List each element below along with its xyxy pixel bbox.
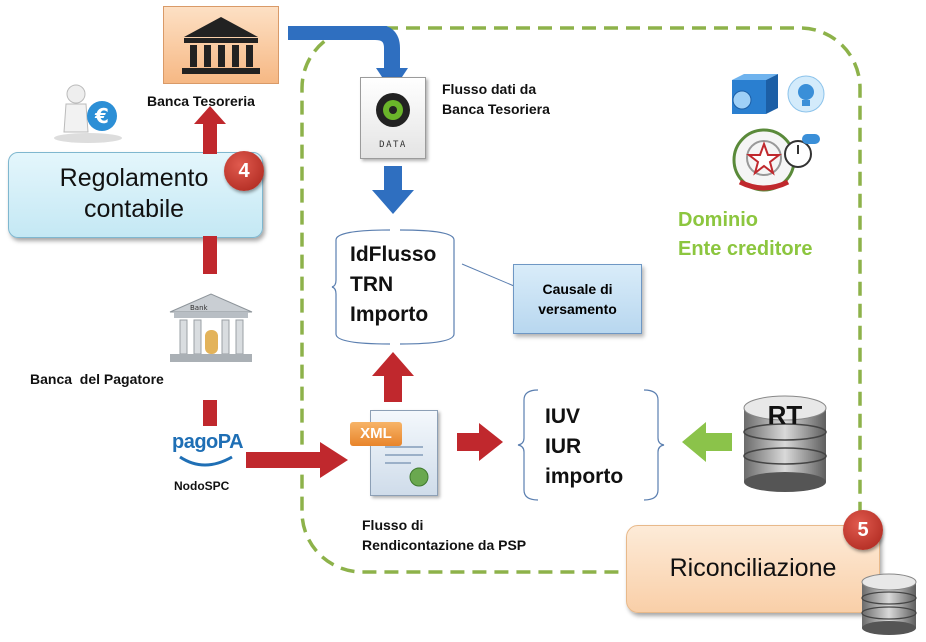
- regolamento-contabile-box: Regolamento contabile: [8, 152, 263, 238]
- blue-arrow-down-idflusso: [372, 166, 414, 214]
- step-4-badge: 4: [224, 151, 264, 191]
- field-importo-iuv: importo: [545, 465, 624, 488]
- rt-database-icon: [743, 395, 827, 492]
- blue-box-icon: [732, 74, 778, 114]
- dominio-icons: [732, 74, 825, 192]
- red-arrow-to-iuv: [457, 423, 503, 461]
- iuv-fields: IUV IUR importo: [545, 402, 623, 492]
- svg-text:Bank: Bank: [190, 304, 209, 312]
- payer-bank-label: Banca del Pagatore: [30, 371, 164, 387]
- stopwatch-icon: [784, 134, 820, 168]
- riconciliazione-box: Riconciliazione: [626, 525, 880, 613]
- field-trn: TRN: [350, 273, 394, 296]
- red-arrow-to-xml: [246, 442, 348, 478]
- red-stub: [203, 400, 217, 426]
- pagopa-logo: pagoPA: [172, 431, 244, 453]
- businessman-euro-icon: €: [54, 84, 122, 143]
- idflusso-fields: IdFlusso TRN Importo: [350, 240, 436, 330]
- xml-tag-label: XML: [350, 422, 402, 446]
- nodospc-label: NodoSPC: [174, 479, 230, 493]
- regolamento-contabile-label: Regolamento contabile: [59, 164, 209, 223]
- small-database-icon: [861, 573, 917, 635]
- svg-text:€: €: [94, 104, 109, 128]
- payer-bank-icon: Bank: [169, 293, 253, 362]
- data-file-icon: DATA: [360, 77, 426, 159]
- causale-callout-line: [461, 263, 515, 287]
- field-iur: IUR: [545, 435, 582, 458]
- treasury-bank-label: Banca Tesoreria: [147, 93, 255, 109]
- flusso-dati-label: Flusso dati da Banca Tesoriera: [442, 81, 550, 117]
- data-file-label: DATA: [379, 140, 407, 150]
- idflusso-braces: [331, 229, 455, 345]
- pagopa-swoosh-icon: [179, 455, 233, 467]
- flusso-rendicontazione-label: Flusso di Rendicontazione da PSP: [362, 517, 527, 553]
- step-5-badge: 5: [843, 510, 883, 550]
- treasury-bank-icon: [163, 6, 279, 84]
- field-importo: Importo: [350, 303, 429, 326]
- iuv-braces: [517, 389, 665, 501]
- red-arrow-up-tesoreria: [194, 106, 226, 274]
- dominio-ente-label: Dominio Ente creditore: [678, 209, 813, 260]
- causale-box: Causale di versamento: [513, 264, 642, 334]
- riconciliazione-label: Riconciliazione: [669, 554, 837, 582]
- field-idflusso: IdFlusso: [350, 243, 437, 266]
- green-arrow-to-iuv: [682, 422, 732, 462]
- lightbulb-icon: [787, 75, 825, 113]
- red-arrow-up-idflusso: [372, 352, 414, 402]
- field-iuv: IUV: [545, 405, 581, 428]
- italian-republic-seal-icon: [732, 128, 796, 192]
- rt-label: RT: [767, 400, 803, 430]
